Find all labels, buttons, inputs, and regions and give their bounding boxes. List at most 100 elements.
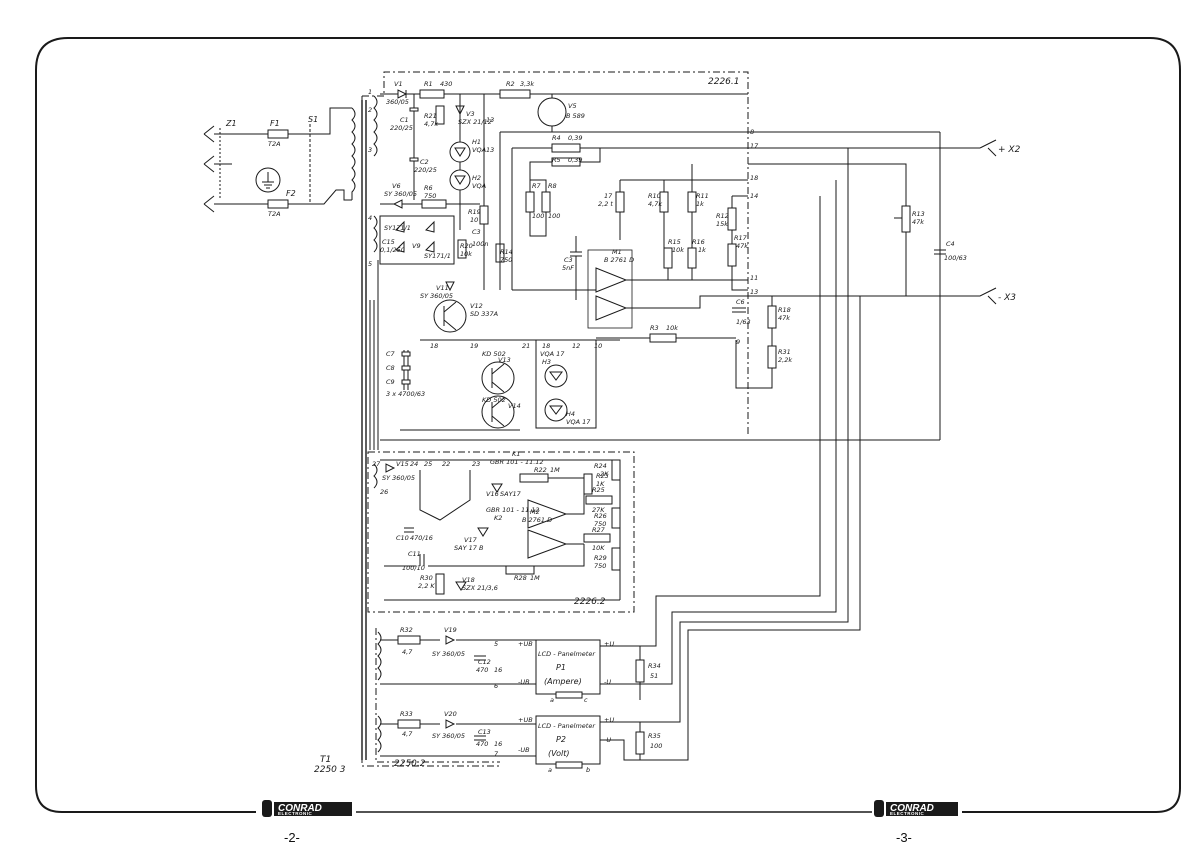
logo-sub: ELECTRONIC xyxy=(278,811,313,816)
resistor-r7 xyxy=(525,191,535,213)
diode-v20-icon xyxy=(445,719,456,729)
label-c15: C15 xyxy=(382,238,395,246)
resistor-r2 xyxy=(499,89,531,99)
label-c3b-value: 5nF xyxy=(562,264,574,272)
label-h4: H4 xyxy=(566,410,575,418)
pin-9: 9 xyxy=(736,338,740,346)
zener-v18-icon xyxy=(455,581,467,591)
label-c789-value: 3 x 4700/63 xyxy=(386,390,425,398)
label-v3: V3 xyxy=(466,110,475,118)
resistor-r6 xyxy=(421,199,447,209)
led-h2-icon xyxy=(454,175,466,185)
pot-r31 xyxy=(767,345,777,369)
label-r11: R11 xyxy=(696,192,709,200)
plug-l-icon xyxy=(203,125,215,143)
label-r29-value: 750 xyxy=(594,562,606,570)
pin-13b: 13 xyxy=(486,146,494,154)
label-r32-value: 4,7 xyxy=(402,648,413,656)
p1-pin-c: c xyxy=(584,696,588,704)
label-r2-value: 3,3k xyxy=(520,80,534,88)
resistor-r28 xyxy=(505,565,535,575)
label-c2-value: 220/25 xyxy=(414,166,437,174)
label-r14-value: 750 xyxy=(500,256,512,264)
trafo-number: 2250 3 xyxy=(314,765,346,775)
pot-17 xyxy=(615,191,625,213)
label-c4-value: 100/63 xyxy=(944,254,967,262)
label-c8: C8 xyxy=(386,364,395,372)
label-r6-value: 750 xyxy=(424,192,436,200)
pin-17: 17 xyxy=(750,142,759,150)
pin-27: 27 xyxy=(372,460,381,468)
label-r34-value: 51 xyxy=(650,672,658,680)
pin-7: 7 xyxy=(494,750,499,758)
terminal-x3-icon xyxy=(748,287,997,305)
resistor-r17 xyxy=(727,243,737,267)
resistor-r11 xyxy=(687,191,697,213)
board-label-protect: 2226.2 xyxy=(574,597,606,607)
label-r8: R8 xyxy=(548,182,557,190)
label-h1: H1 xyxy=(472,138,481,146)
label-r23-value: 1K xyxy=(596,480,605,488)
label-v12: V12 xyxy=(470,302,483,310)
label-c10-value: 470/16 xyxy=(410,534,433,542)
led-box xyxy=(535,339,597,429)
label-p17-value: 2,2 t xyxy=(598,200,613,208)
p2-mode: (Volt) xyxy=(548,749,570,758)
pin-10: 10 xyxy=(594,342,602,350)
diode-v6-icon xyxy=(392,199,403,209)
label-r13-value: 47k xyxy=(912,218,924,226)
label-v3-value: SZX 21/12 xyxy=(458,118,492,126)
label-v12-value: SD 337A xyxy=(470,310,498,318)
label-h2: H2 xyxy=(472,174,481,182)
resistor-r29 xyxy=(611,547,621,571)
label-v19-value: SY 360/05 xyxy=(432,650,465,658)
label-h4-value: VQA 17 xyxy=(566,418,591,426)
pot-r13 xyxy=(901,205,911,233)
p1-pin-a: a xyxy=(550,696,554,704)
label-c12: C12 xyxy=(478,658,491,666)
label-v11: V11 xyxy=(436,284,449,292)
label-v17-value: SAY 17 B xyxy=(454,544,484,552)
label-v20: V20 xyxy=(444,710,457,718)
pin-22: 22 xyxy=(442,460,450,468)
label-r17-value: 47k xyxy=(736,242,748,250)
label-v19: V19 xyxy=(444,626,457,634)
resistor-r20 xyxy=(457,239,467,259)
label-v14: KD 502 xyxy=(482,396,506,404)
label-v18-value: SZX 21/3,6 xyxy=(462,584,498,592)
board-label-meters: 2250.2 xyxy=(394,759,426,769)
label-r8-value: 100 xyxy=(548,212,560,220)
resistor-r33 xyxy=(397,719,421,729)
pin-1: 1 xyxy=(368,88,372,96)
label-r26: R26 xyxy=(594,512,607,520)
label-r13: R13 xyxy=(912,210,925,218)
p1-ub-minus: -UB xyxy=(518,678,530,686)
label-c1-value: 220/25 xyxy=(390,124,413,132)
label-r20-value: 10k xyxy=(460,250,472,258)
p1-connector xyxy=(555,691,583,699)
pin-14: 14 xyxy=(750,192,758,200)
switch-s1 xyxy=(310,189,352,205)
cap-c1 xyxy=(409,107,419,112)
plug-n-icon xyxy=(203,195,215,213)
resistor-r15 xyxy=(663,247,673,269)
resistor-r21 xyxy=(435,105,445,125)
resistor-r25 xyxy=(585,495,613,505)
label-v6-value: SY 360/05 xyxy=(384,190,417,198)
pin-18b: 18 xyxy=(430,342,438,350)
label-v18: V18 xyxy=(462,576,475,584)
label-v6: V6 xyxy=(392,182,401,190)
label-r20: R20 xyxy=(460,242,473,250)
resistor-r23 xyxy=(583,473,593,495)
label-r2: R2 xyxy=(506,80,515,88)
label-h2-value: VQA xyxy=(472,182,486,190)
label-m1: M1 xyxy=(612,248,622,256)
label-v15: V15 xyxy=(396,460,409,468)
label-f1-value: T2A xyxy=(268,140,281,148)
terminal-x2-icon xyxy=(979,139,997,157)
page-number-right: -3- xyxy=(896,830,912,845)
pin-26: 26 xyxy=(380,488,388,496)
label-r6: R6 xyxy=(424,184,433,192)
resistor-r27 xyxy=(583,533,611,543)
label-r25-value: 27K xyxy=(592,506,605,514)
